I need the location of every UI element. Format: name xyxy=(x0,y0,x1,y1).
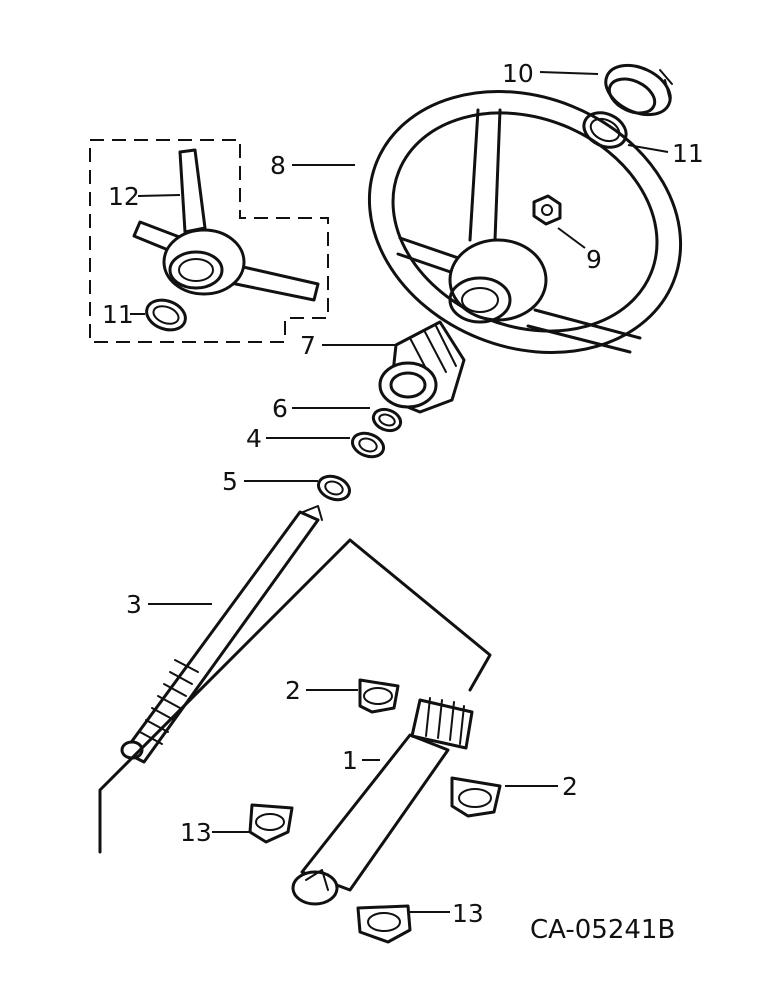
part-5-washer xyxy=(317,474,351,502)
callout-2-upper: 2 xyxy=(285,676,301,705)
callout-5: 5 xyxy=(222,467,238,496)
part-2-bushing-upper xyxy=(358,678,400,714)
drawing-code: CA-05241B xyxy=(530,915,675,945)
part-4-snap-ring xyxy=(351,431,385,459)
callout-13-left: 13 xyxy=(180,818,212,847)
part-6-washer xyxy=(371,407,403,433)
part-13-bushing-left xyxy=(248,803,294,844)
callout-labels: 10 11 8 12 9 11 7 6 4 5 3 2 1 2 13 13 CA… xyxy=(102,59,704,945)
bracket-line xyxy=(98,538,492,854)
callout-8: 8 xyxy=(270,151,286,180)
callout-3: 3 xyxy=(126,590,142,619)
callout-4: 4 xyxy=(246,424,262,453)
optional-hub-dashed-outline xyxy=(89,139,329,343)
callout-11-left: 11 xyxy=(102,300,134,329)
callout-12: 12 xyxy=(108,182,140,211)
callout-11-top: 11 xyxy=(672,139,704,168)
part-11-ring-small xyxy=(145,298,187,332)
part-11-ring-large xyxy=(582,111,628,149)
part-13-bushing-bottom xyxy=(356,904,412,944)
callout-2-lower: 2 xyxy=(562,772,578,801)
part-2-bushing-lower xyxy=(450,776,502,818)
part-9-nut xyxy=(532,194,562,226)
part-1-lower-shaft xyxy=(291,697,474,906)
part-8-steering-wheel xyxy=(367,90,683,354)
callout-1: 1 xyxy=(342,746,358,775)
part-10-center-cap xyxy=(604,63,673,117)
part-3-steering-shaft xyxy=(120,505,323,764)
callout-6: 6 xyxy=(272,394,288,423)
callout-10: 10 xyxy=(502,59,534,88)
part-12-spoke-hub xyxy=(132,148,320,302)
leader-lines xyxy=(130,71,669,913)
callout-7: 7 xyxy=(300,331,316,360)
part-7-splined-adapter xyxy=(378,320,466,414)
callout-13-bottom: 13 xyxy=(452,899,484,928)
callout-9: 9 xyxy=(586,245,602,274)
optional-hub-group xyxy=(89,139,329,343)
